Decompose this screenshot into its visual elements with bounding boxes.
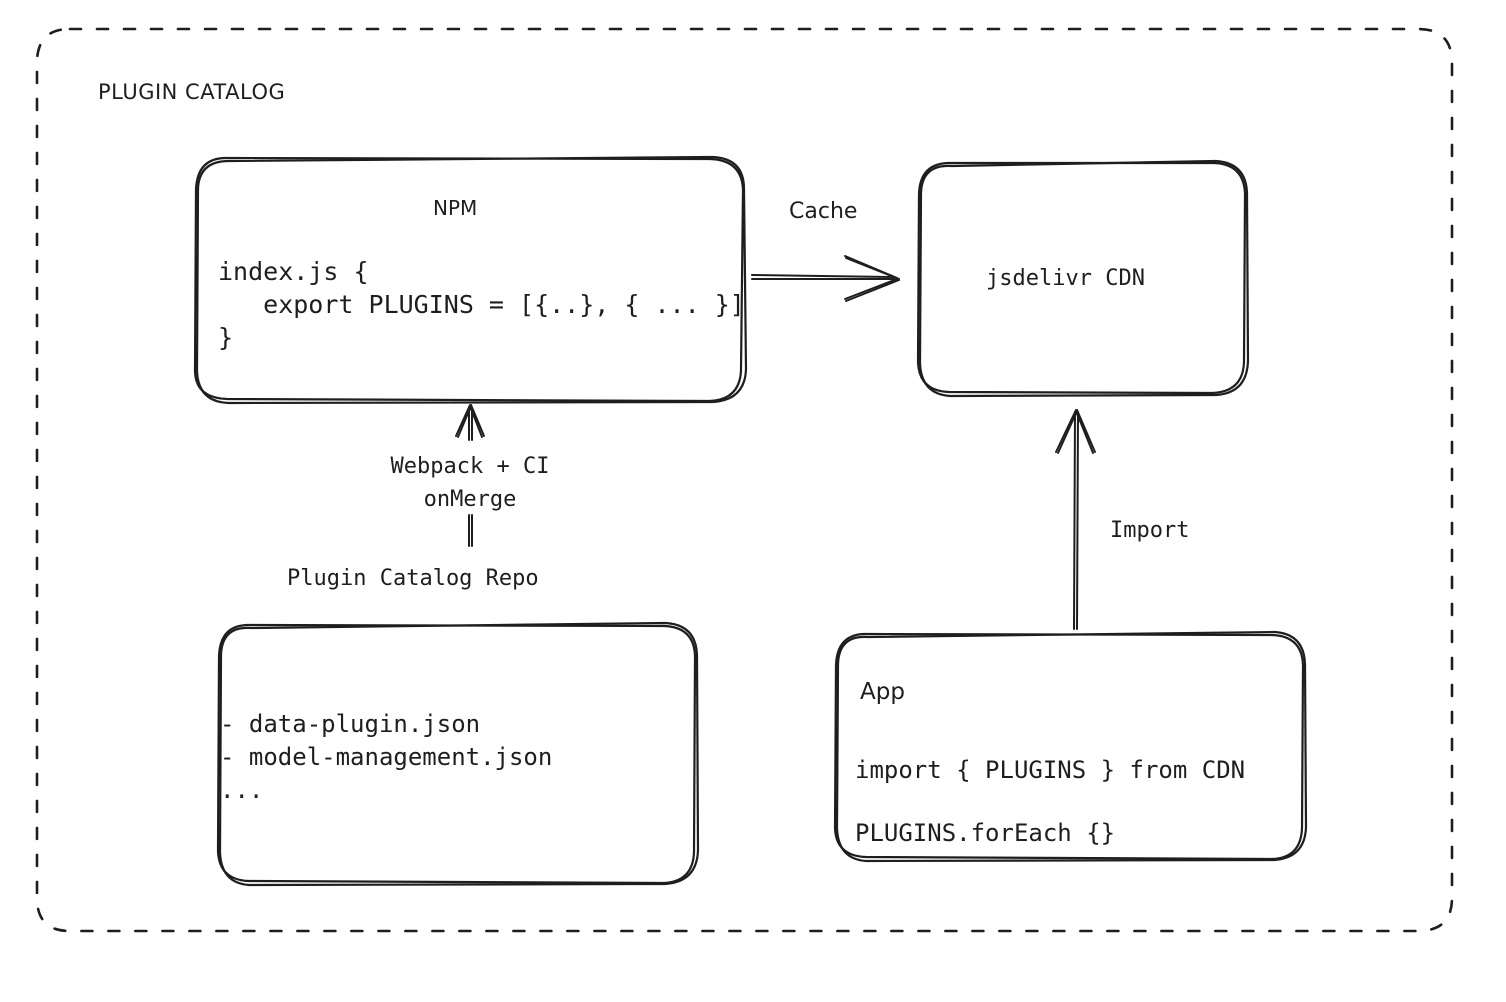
app-box-title: App: [860, 679, 905, 705]
arrow-npm-to-cdn: [751, 255, 900, 302]
repo-caption: Plugin Catalog Repo: [287, 566, 539, 591]
cdn-box-title: jsdelivr CDN: [986, 266, 1145, 291]
repo-list-item-2: - model-management.json: [220, 743, 553, 771]
edge-label-import: Import: [1110, 518, 1190, 543]
arrow-app-to-cdn: [1055, 409, 1096, 630]
repo-list-item-1: - data-plugin.json: [220, 710, 481, 738]
npm-code-block: index.js { export PLUGINS = [{..}, { ...…: [218, 255, 745, 354]
edge-label-webpack-onmerge: Webpack + CI onMerge: [374, 450, 566, 516]
edge-label-cache: Cache: [789, 199, 858, 224]
app-code-line-1: import { PLUGINS } from CDN: [855, 756, 1246, 784]
npm-box-title: NPM: [433, 196, 478, 220]
npm-code-line-2: export PLUGINS = [{..}, { ... }]: [218, 290, 745, 319]
group-title: PLUGIN CATALOG: [98, 80, 286, 104]
app-code-block: import { PLUGINS } from CDN PLUGINS.forEa…: [855, 739, 1245, 865]
npm-code-line-1: index.js {: [218, 257, 369, 286]
npm-code-line-3: }: [218, 323, 234, 352]
repo-list-item-3: ...: [220, 776, 264, 804]
app-code-line-2: PLUGINS.forEach {}: [855, 819, 1116, 847]
repo-file-list: - data-plugin.json - model-management.jso…: [220, 708, 552, 807]
edge-label-webpack-line-2: onMerge: [423, 487, 517, 512]
edge-label-webpack-line-1: Webpack + CI: [390, 454, 550, 479]
